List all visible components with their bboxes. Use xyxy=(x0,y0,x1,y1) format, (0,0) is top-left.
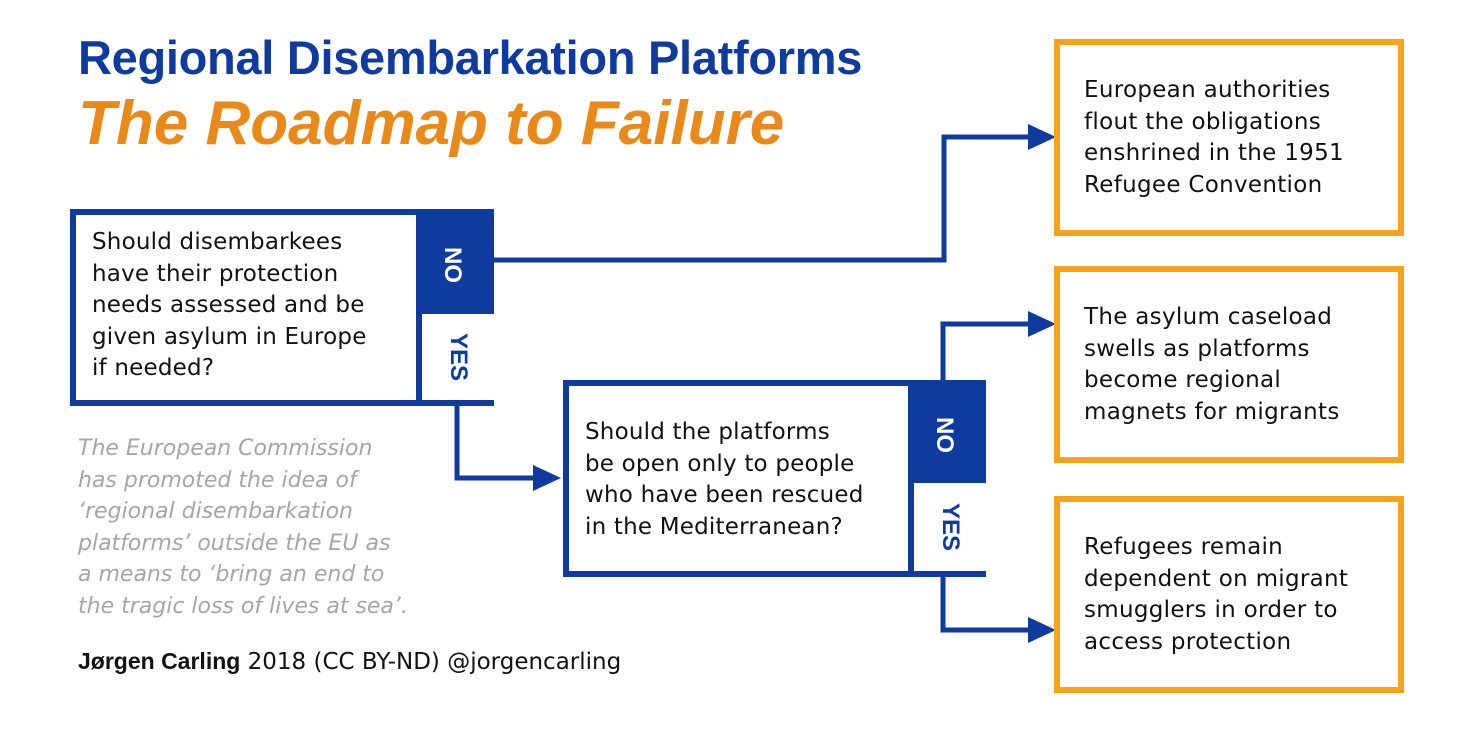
question-1-no-tab: NO xyxy=(416,215,488,314)
outcome-line: European authorities xyxy=(1084,77,1331,103)
arrowhead-q2-no xyxy=(1028,311,1056,337)
question-2-yes-label: YES xyxy=(937,502,964,552)
question-1-yes-label: YES xyxy=(445,332,472,382)
outcome-line: become regional xyxy=(1084,367,1282,393)
question-2-line: be open only to people xyxy=(585,450,855,477)
outcome-line: flout the obligations xyxy=(1084,108,1322,135)
outcome-line: magnets for migrants xyxy=(1084,398,1340,425)
note-line: the tragic loss of lives at sea’. xyxy=(78,593,408,619)
question-2-no-label: NO xyxy=(931,416,958,453)
question-1-yes-tab: YES xyxy=(416,314,494,400)
outcome-box-1: European authorities flout the obligatio… xyxy=(1054,39,1404,236)
arrow-q1-yes xyxy=(454,403,535,481)
note-line: ‘regional disembarkation xyxy=(78,499,353,525)
outcome-line: The asylum caseload xyxy=(1084,304,1333,330)
question-1-box: Should disembarkees have their protectio… xyxy=(70,209,494,406)
note-line: has promoted the idea of xyxy=(78,467,357,493)
credit-author: Jørgen Carling xyxy=(78,648,241,674)
outcome-3-text: Refugees remain dependent on migrant smu… xyxy=(1084,532,1348,658)
outcome-line: smugglers in order to xyxy=(1084,597,1338,623)
credit-line: Jørgen Carling 2018 (CC BY-ND) @jorgenca… xyxy=(78,648,621,675)
chart-subtitle: The Roadmap to Failure xyxy=(78,89,785,158)
context-note: The European Commission has promoted the… xyxy=(78,433,458,623)
question-1-line: if needed? xyxy=(92,355,215,381)
question-1-line: Should disembarkees xyxy=(92,229,343,255)
outcome-line: access protection xyxy=(1084,628,1292,655)
arrow-q1-no xyxy=(492,134,1030,263)
question-2-yes-tab: YES xyxy=(908,483,986,571)
question-2-line: Should the platforms xyxy=(585,419,830,445)
question-2-no-tab: NO xyxy=(908,386,980,483)
outcome-line: swells as platforms xyxy=(1084,335,1310,362)
outcome-line: enshrined in the 1951 xyxy=(1084,140,1344,166)
outcome-box-2: The asylum caseload swells as platforms … xyxy=(1054,266,1404,463)
question-2-line: in the Mediterranean? xyxy=(585,513,843,540)
arrowhead-q1-no xyxy=(1028,124,1056,150)
outcome-box-3: Refugees remain dependent on migrant smu… xyxy=(1054,496,1404,693)
arrowhead-q1-yes xyxy=(533,465,561,491)
arrow-q2-yes xyxy=(940,575,1030,633)
question-1-line: have their protection xyxy=(92,260,339,287)
question-2-line: who have been rescued xyxy=(585,482,864,508)
outcome-line: dependent on migrant xyxy=(1084,565,1349,592)
outcome-2-text: The asylum caseload swells as platforms … xyxy=(1084,302,1340,428)
question-1-no-label: NO xyxy=(439,246,466,283)
question-1-line: needs assessed and be xyxy=(92,292,365,318)
outcome-line: Refugees remain xyxy=(1084,534,1284,560)
note-line: platforms’ outside the EU as xyxy=(78,530,391,556)
chart-title: Regional Disembarkation Platforms xyxy=(78,31,863,84)
outcome-line: Refugee Convention xyxy=(1084,171,1323,198)
note-line: a means to ‘bring an end to xyxy=(78,562,385,588)
question-1-line: given asylum in Europe xyxy=(92,323,367,350)
outcome-1-text: European authorities flout the obligatio… xyxy=(1084,75,1344,201)
arrow-q2-no xyxy=(940,321,1030,382)
arrowhead-q2-yes xyxy=(1028,617,1056,643)
question-2-box: Should the platforms be open only to peo… xyxy=(563,380,986,577)
question-1-text: Should disembarkees have their protectio… xyxy=(92,227,367,385)
question-2-text: Should the platforms be open only to peo… xyxy=(585,417,864,543)
note-line: The European Commission xyxy=(78,436,373,461)
credit-rest: 2018 (CC BY-ND) @jorgencarling xyxy=(240,649,622,675)
